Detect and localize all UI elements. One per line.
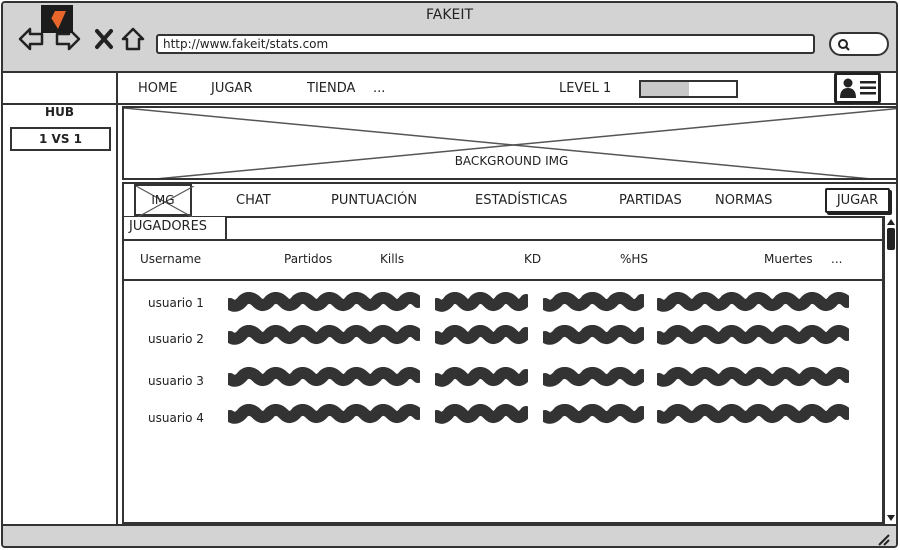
close-icon[interactable] <box>90 25 118 53</box>
table-row-username: usuario 4 <box>148 411 204 425</box>
status-bar <box>3 524 896 546</box>
level-progress-bar <box>639 80 738 98</box>
scroll-up-icon[interactable] <box>886 217 896 227</box>
resize-grip-icon[interactable] <box>876 532 890 546</box>
redacted-value-scribble <box>657 404 849 424</box>
sidebar-item-1vs1[interactable]: 1 VS 1 <box>10 127 111 151</box>
redacted-value-scribble <box>657 325 849 345</box>
table-row-username: usuario 1 <box>148 296 204 310</box>
user-menu-button[interactable] <box>834 72 881 104</box>
redacted-value-scribble <box>543 325 644 345</box>
window-title: FAKEIT <box>425 7 474 23</box>
redacted-value-scribble <box>435 292 528 312</box>
browser-search-field[interactable] <box>829 32 889 56</box>
tab-jugadores[interactable]: JUGADORES <box>124 217 227 241</box>
tab-divider <box>227 239 884 241</box>
players-panel <box>122 216 884 524</box>
background-image-placeholder: BACKGROUND IMG <box>122 106 896 180</box>
column-header-kills[interactable]: Kills <box>380 252 405 266</box>
scrollbar-thumb[interactable] <box>887 228 895 250</box>
logo-icon <box>47 11 66 29</box>
column-header-more: ... <box>831 252 843 266</box>
sidebar-hub-label: HUB <box>45 105 74 119</box>
redacted-value-scribble <box>543 404 644 424</box>
tab-partidas[interactable]: PARTIDAS <box>619 193 682 208</box>
redacted-value-scribble <box>228 325 420 345</box>
table-row-username: usuario 2 <box>148 332 204 346</box>
vertical-scrollbar[interactable] <box>884 216 896 524</box>
tab-puntuacion[interactable]: PUNTUACIÓN <box>331 193 418 208</box>
search-icon <box>838 39 850 51</box>
redacted-value-scribble <box>228 404 420 424</box>
redacted-value-scribble <box>543 367 644 387</box>
redacted-value-scribble <box>435 367 528 387</box>
tab-estadisticas[interactable]: ESTADÍSTICAS <box>475 193 568 208</box>
sub-navigation <box>122 182 896 218</box>
redacted-value-scribble <box>228 367 420 387</box>
banner-label: BACKGROUND IMG <box>454 154 569 168</box>
user-icon <box>839 78 856 98</box>
level-progress-fill <box>641 82 689 96</box>
column-header-username[interactable]: Username <box>140 252 202 266</box>
back-icon[interactable] <box>17 25 45 53</box>
redacted-value-scribble <box>435 325 528 345</box>
sidebar-divider <box>116 73 118 525</box>
redacted-value-scribble <box>657 367 849 387</box>
column-header-muertes[interactable]: Muertes <box>764 252 813 266</box>
redacted-value-scribble <box>435 404 528 424</box>
tab-chat[interactable]: CHAT <box>236 193 271 208</box>
column-header-hs[interactable]: %HS <box>620 252 649 266</box>
column-header-partidos[interactable]: Partidos <box>284 252 333 266</box>
nav-home[interactable]: HOME <box>138 81 178 96</box>
header-divider <box>124 279 884 281</box>
column-header-kd[interactable]: KD <box>524 252 542 266</box>
nav-jugar[interactable]: JUGAR <box>211 81 253 96</box>
hamburger-menu-icon <box>859 81 876 95</box>
redacted-value-scribble <box>657 292 849 312</box>
address-bar[interactable]: http://www.fakeit/stats.com <box>156 34 815 54</box>
nav-tienda[interactable]: TIENDA <box>307 81 356 96</box>
level-label: LEVEL 1 <box>559 81 612 96</box>
jugar-button[interactable]: JUGAR <box>825 188 890 213</box>
scroll-down-icon[interactable] <box>886 513 896 523</box>
img-label: IMG <box>151 193 175 207</box>
browser-titlebar: FAKEIT http://www.fakeit/stats.com <box>3 3 896 73</box>
nav-more[interactable]: ... <box>373 81 386 96</box>
profile-image-placeholder: IMG <box>134 184 194 218</box>
app-logo[interactable] <box>41 5 73 33</box>
redacted-value-scribble <box>228 292 420 312</box>
home-icon[interactable] <box>119 25 147 53</box>
tab-normas[interactable]: NORMAS <box>715 193 773 208</box>
app-header <box>3 73 896 105</box>
table-row-username: usuario 3 <box>148 374 204 388</box>
redacted-value-scribble <box>543 292 644 312</box>
